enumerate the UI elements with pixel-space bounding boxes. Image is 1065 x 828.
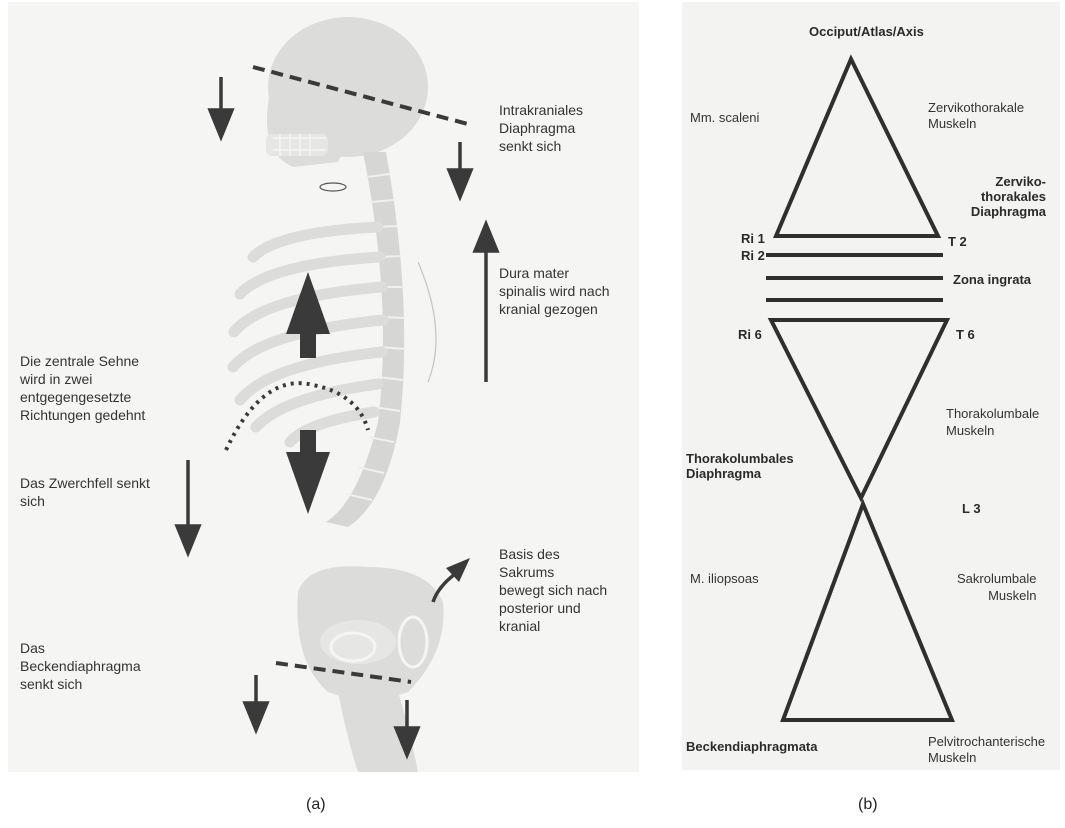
central-tendon-label: Die zentrale Sehne wird in zwei entgegen… (20, 352, 145, 424)
pelvic-diaphragm-label: Das Beckendiaphragma senkt sich (20, 639, 141, 693)
ri1-label: Ri 1 (741, 231, 765, 246)
dura-label: Dura mater spinalis wird nach kranial ge… (499, 264, 610, 318)
occiput-label: Occiput/Atlas/Axis (809, 24, 924, 39)
ri6-label: Ri 6 (738, 327, 762, 342)
panel-b-diaphragm-diagram: Occiput/Atlas/Axis Mm. scaleni Zervikoth… (682, 2, 1060, 770)
thick-up-arrow (286, 272, 330, 358)
sacrum-label: Basis des Sakrums bewegt sich nach poste… (499, 545, 607, 635)
ri2-label: Ri 2 (741, 248, 765, 263)
hyoid-outline (320, 183, 346, 191)
upper-triangle (776, 59, 938, 236)
scaleni-label: Mm. scaleni (690, 109, 759, 127)
beckendiaphragmata-label: Beckendiaphragmata (686, 739, 818, 754)
zervikothorakale-muskeln-label: Zervikothorakale Muskeln (928, 100, 1024, 132)
l3-label: L 3 (962, 501, 981, 516)
intracranial-label: Intrakraniales Diaphragma senkt sich (499, 101, 583, 155)
t2-label: T 2 (948, 234, 967, 249)
t6-label: T 6 (956, 327, 975, 342)
zervikothorakales-diaphragma-label: Zerviko- thorakales Diaphragma (948, 174, 1046, 219)
lower-triangle (783, 504, 952, 720)
zona-ingrata-label: Zona ingrata (953, 272, 1031, 287)
panel-a-skeleton-figure: Intrakraniales Diaphragma senkt sich Dur… (8, 2, 639, 772)
iliopsoas-label: M. iliopsoas (690, 570, 759, 588)
caption-a: (a) (306, 796, 326, 814)
skull-down-arrow (210, 77, 232, 137)
spine-shape (326, 152, 404, 527)
dura-up-arrow (475, 224, 497, 382)
zwerchfell-down-arrow (177, 460, 199, 553)
intracranial-down-arrow (449, 142, 471, 197)
middle-inverted-triangle (771, 320, 947, 498)
zwerchfell-label: Das Zwerchfell senkt sich (20, 474, 150, 510)
pelvitrochanterische-muskeln-label: Pelvitrochanterische Muskeln (928, 734, 1045, 766)
thorakolumbales-diaphragma-label: Thorakolumbales Diaphragma (686, 451, 794, 481)
caption-b: (b) (858, 796, 878, 814)
thorakolumbale-muskeln-label: Thorakolumbale Muskeln (946, 405, 1039, 439)
sakrolumbale-muskeln-label: Sakrolumbale Muskeln (957, 570, 1037, 604)
pelvis-left-down-arrow (245, 675, 267, 730)
